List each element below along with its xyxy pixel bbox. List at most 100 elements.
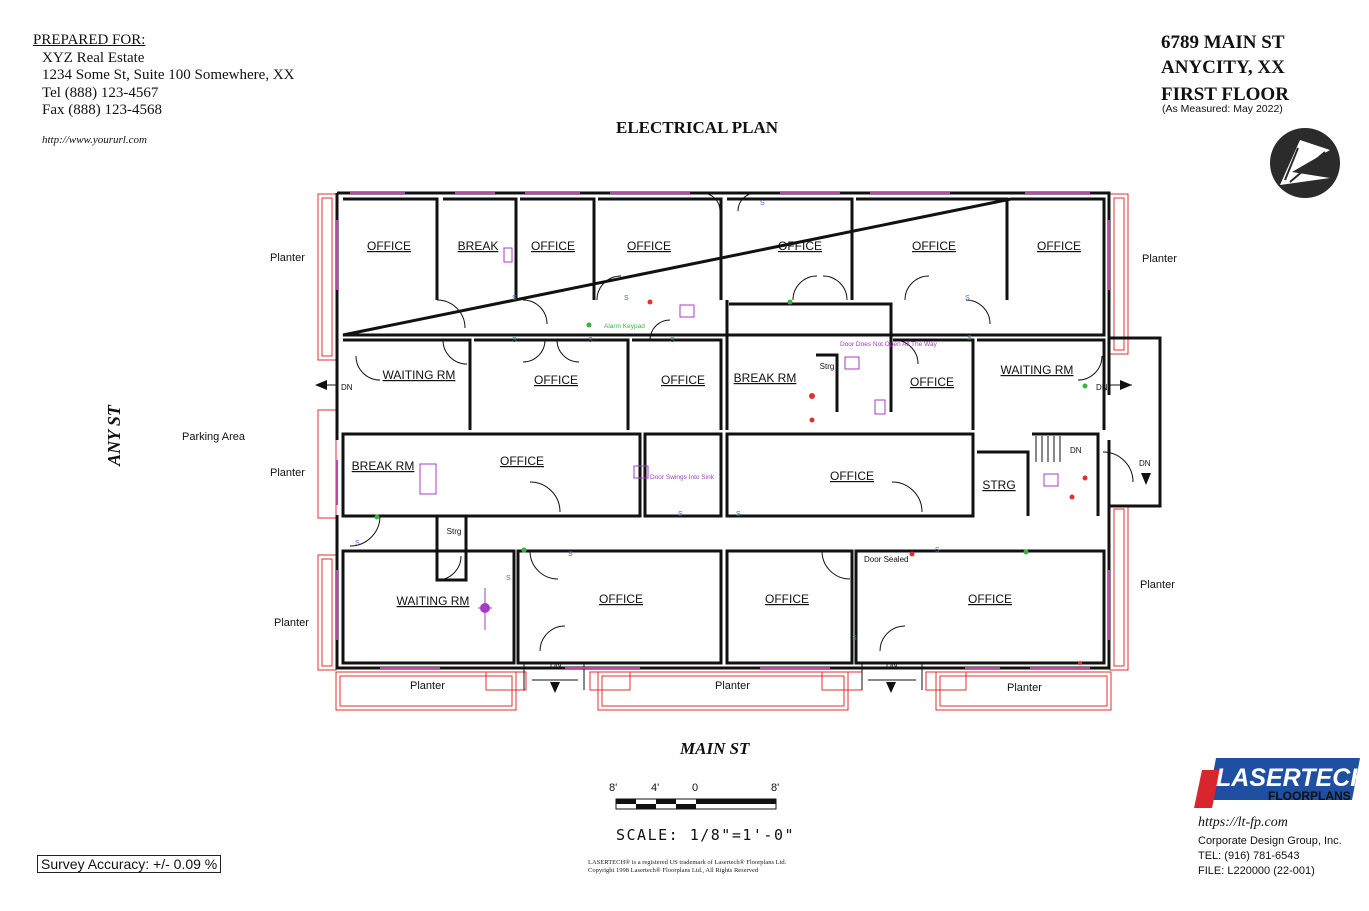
prepared-for-block: PREPARED FOR: XYZ Real Estate 1234 Some … xyxy=(33,32,295,120)
room-office-5: OFFICE xyxy=(912,239,956,253)
stairs xyxy=(523,436,1061,690)
planter-label-right-1: Planter xyxy=(1142,253,1177,265)
trademark-line1: LASERTECH® is a registered US trademark … xyxy=(588,859,787,866)
room-office-13: OFFICE xyxy=(765,592,809,606)
scale-tick-3: 0 xyxy=(692,782,698,794)
company-url[interactable]: http://www.yoururl.com xyxy=(42,134,147,146)
address-line2: ANYCITY, XX xyxy=(1161,57,1285,78)
room-strg: STRG xyxy=(982,478,1015,492)
room-break: BREAK xyxy=(458,239,499,253)
planter-label-bottom-3: Planter xyxy=(1007,682,1042,694)
company-fax: Fax (888) 123-4568 xyxy=(42,102,162,118)
svg-text:S: S xyxy=(935,547,940,554)
arrows xyxy=(315,380,1151,693)
room-office-4: OFFICE xyxy=(778,239,822,253)
room-office-2: OFFICE xyxy=(531,239,575,253)
svg-text:S: S xyxy=(760,200,765,207)
note-door-not-open: Door Does Not Open All The Way xyxy=(840,341,938,348)
room-office-6: OFFICE xyxy=(1037,239,1081,253)
room-break-rm-2: BREAK RM xyxy=(352,459,415,473)
room-office-12: OFFICE xyxy=(599,592,643,606)
svg-text:S: S xyxy=(512,295,517,302)
planter-label-bottom-2: Planter xyxy=(715,680,750,692)
room-office-3: OFFICE xyxy=(627,239,671,253)
planter-label-left-2: Planter xyxy=(270,467,305,479)
dn-label-2: DN xyxy=(1096,383,1108,392)
room-office-7: OFFICE xyxy=(534,373,578,387)
room-break-rm-1: BREAK RM xyxy=(734,371,797,385)
company-tel: Tel (888) 123-4567 xyxy=(42,84,159,101)
dn-label-1: DN xyxy=(341,383,353,392)
lasertech-tel: TEL: (916) 781-6543 xyxy=(1198,850,1300,862)
svg-text:S: S xyxy=(624,295,629,302)
room-office-10: OFFICE xyxy=(500,454,544,468)
svg-text:S: S xyxy=(852,635,857,642)
room-strg-small-2: Strg xyxy=(447,527,462,536)
compass-icon xyxy=(1270,128,1340,198)
svg-text:S: S xyxy=(965,295,970,302)
room-office-9: OFFICE xyxy=(910,375,954,389)
windows xyxy=(336,192,1110,669)
prepared-for-title: PREPARED FOR: xyxy=(33,32,146,48)
room-office-11: OFFICE xyxy=(830,469,874,483)
company-street: 1234 Some St, Suite 100 Somewhere, XX xyxy=(42,67,295,83)
logo-brand-top: LASERTECH xyxy=(1216,764,1369,792)
property-address: 6789 MAIN ST ANYCITY, XX xyxy=(1161,30,1285,80)
planter-label-right-2: Planter xyxy=(1140,579,1175,591)
planter-label-bottom-1: Planter xyxy=(410,680,445,692)
room-office-1: OFFICE xyxy=(367,239,411,253)
svg-text:S: S xyxy=(736,511,741,518)
lasertech-info: Corporate Design Group, Inc. TEL: (916) … xyxy=(1198,834,1342,879)
door-swings xyxy=(349,192,1134,652)
lasertech-logo: LASERTECH FLOORPLANS xyxy=(1194,758,1369,808)
scale-bar: 8' 4' 0 8' xyxy=(609,782,779,810)
svg-text:S: S xyxy=(568,551,573,558)
note-alarm-keypad: Alarm Keypad xyxy=(604,323,645,330)
dn-label-5: DN xyxy=(550,661,562,670)
walls xyxy=(335,191,1162,670)
planter-outlines xyxy=(317,193,1129,711)
lasertech-url[interactable]: https://lt-fp.com xyxy=(1198,815,1288,830)
room-waiting-2: WAITING RM xyxy=(1001,363,1074,377)
scale-tick-4: 8' xyxy=(771,782,779,794)
scale-tick-1: 8' xyxy=(609,782,617,794)
scale-text: SCALE: 1/8"=1'-0" xyxy=(616,826,796,844)
plan-title: ELECTRICAL PLAN xyxy=(616,118,779,137)
room-labels: OFFICE BREAK OFFICE OFFICE OFFICE OFFICE… xyxy=(352,239,1081,608)
dn-label-6: DN xyxy=(886,661,898,670)
planter-label-left-1: Planter xyxy=(270,252,305,264)
parking-area-label: Parking Area xyxy=(182,431,246,443)
svg-text:S: S xyxy=(355,540,360,547)
exterior-labels: Planter Planter Planter Planter Planter … xyxy=(182,252,1177,694)
lasertech-company: Corporate Design Group, Inc. xyxy=(1198,835,1342,847)
survey-accuracy: Survey Accuracy: +/- 0.09 % xyxy=(37,855,222,873)
trademark-line2: Copyright 1998 Lasertech® Floorplans Ltd… xyxy=(588,867,759,874)
plan-notes: Alarm Keypad Door Does Not Open All The … xyxy=(604,323,938,564)
room-waiting-1: WAITING RM xyxy=(383,368,456,382)
room-office-14: OFFICE xyxy=(968,592,1012,606)
address-line1: 6789 MAIN ST xyxy=(1161,32,1285,53)
company-name: XYZ Real Estate xyxy=(42,49,145,66)
svg-text:S: S xyxy=(967,335,972,342)
planter-label-left-3: Planter xyxy=(274,617,309,629)
svg-text:S: S xyxy=(670,337,675,344)
floor-label: FIRST FLOOR xyxy=(1161,84,1289,105)
room-strg-small-1: Strg xyxy=(820,362,835,371)
lasertech-file: FILE: L220000 (22-001) xyxy=(1198,865,1315,877)
svg-text:S: S xyxy=(678,511,683,518)
logo-brand-bottom: FLOORPLANS xyxy=(1268,789,1351,803)
trademark-notice: LASERTECH® is a registered US trademark … xyxy=(588,859,786,875)
svg-text:S: S xyxy=(506,575,511,582)
scale-tick-2: 4' xyxy=(651,782,659,794)
room-waiting-3: WAITING RM xyxy=(397,594,470,608)
svg-text:S: S xyxy=(512,337,517,344)
electrical-symbols: S S S S S S S S S S S S S S S xyxy=(355,200,1088,665)
room-office-8: OFFICE xyxy=(661,373,705,387)
svg-text:S: S xyxy=(588,337,593,344)
note-door-swings: Door Swings Into Sink xyxy=(650,474,715,481)
measured-date: (As Measured: May 2022) xyxy=(1162,103,1283,115)
dn-label-4: DN xyxy=(1139,459,1151,468)
note-door-sealed: Door Sealed xyxy=(864,555,908,564)
street-main-st: MAIN ST xyxy=(680,739,750,758)
